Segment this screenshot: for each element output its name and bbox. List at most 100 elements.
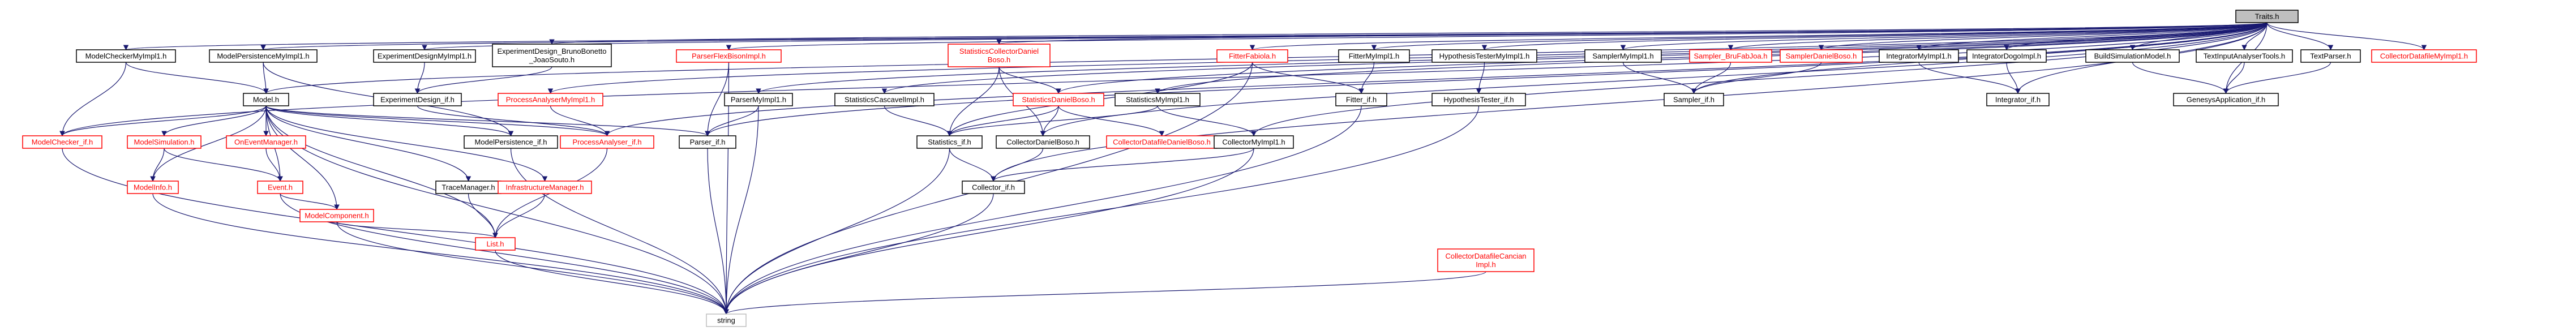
edge-model-to-mchecker_if [59, 105, 267, 136]
edge-model-to-modelinfo [150, 105, 267, 182]
node-box-sampler_if [1664, 93, 1724, 106]
node-label-fitter_impl1: FitterMyImpl1.h [1349, 52, 1400, 61]
node-expdes_bruno[interactable]: ExperimentDesign_BrunoBonetto_JoaoSouto.… [492, 44, 612, 67]
node-box-sampler_daniel [1780, 49, 1863, 63]
node-textparser[interactable]: TextParser.h [2300, 49, 2361, 63]
node-integ_if[interactable]: Integrator_if.h [1986, 93, 2050, 106]
node-genesys_app[interactable]: GenesysApplication_if.h [2173, 93, 2279, 106]
node-label-mchecker_if: ModelChecker_if.h [32, 138, 93, 147]
node-stat_gen[interactable]: StatisticsCascavelImpl.h [834, 93, 935, 106]
node-label-colldata_cancian: CollectorDatafileCancian [1445, 252, 1526, 260]
node-coll_if[interactable]: Collector_if.h [962, 181, 1025, 194]
node-sampler_if[interactable]: Sampler_if.h [1664, 93, 1724, 106]
node-string[interactable]: string [706, 313, 747, 327]
node-box-string [706, 313, 747, 327]
node-label-mpers_impl1: ModelPersistenceMyImpl1.h [217, 52, 309, 61]
edge-stat_impl1-to-coll_impl1 [1157, 105, 1257, 136]
node-label-string: string [717, 316, 735, 325]
edge-mcomp-to-list [336, 221, 498, 238]
node-box-msim [127, 135, 202, 149]
edge-coll_impl1-to-coll_if [991, 148, 1254, 182]
node-list[interactable]: List.h [475, 237, 516, 251]
node-label-msim: ModelSimulation.h [134, 138, 195, 147]
node-stat_if[interactable]: Statistics_if.h [916, 135, 983, 149]
node-label-coll_if: Collector_if.h [972, 183, 1015, 192]
node-model[interactable]: Model.h [243, 93, 289, 106]
node-box-procan_impl1 [498, 93, 603, 106]
node-procan_if[interactable]: ProcessAnalyser_if.h [560, 135, 654, 149]
node-box-fitter_impl1 [1338, 49, 1410, 63]
node-box-integ_impl1 [1879, 49, 1959, 63]
node-tracemgr[interactable]: TraceManager.h [435, 181, 502, 194]
node-label-genesys_app: GenesysApplication_if.h [2187, 96, 2265, 104]
node-label-integ_dogo: IntegratorDogoImpl.h [1972, 52, 2041, 61]
node-box-mcheck_impl1 [76, 49, 176, 63]
node-traits[interactable]: Traits.h [2235, 10, 2299, 23]
node-fitter_impl1[interactable]: FitterMyImpl1.h [1338, 49, 1410, 63]
edge-event-to-mcomp [280, 193, 340, 210]
node-mcomp[interactable]: ModelComponent.h [299, 209, 374, 222]
edge-model-to-mcomp [265, 105, 340, 210]
node-box-parser_if [679, 135, 736, 149]
node-label-textinput: TextInputAnalyserTools.h [2204, 52, 2286, 61]
node-stat_impl1[interactable]: StatisticsMyImpl1.h [1115, 93, 1201, 106]
node-label-fitter_fabiola: FitterFabiola.h [1229, 52, 1276, 61]
edge-traits-to-hyptest_impl1 [1482, 22, 2268, 50]
node-box-textparser [2300, 49, 2361, 63]
node-box-colldata_cancian [1437, 248, 1535, 272]
node-colldata_daniel[interactable]: CollectorDatafileDanielBoso.h [1106, 135, 1218, 149]
node-colldata_impl1[interactable]: CollectorDatafileMyImpl1.h [2371, 49, 2477, 63]
node-integ_impl1[interactable]: IntegratorMyImpl1.h [1879, 49, 1959, 63]
edge-msim-to-modelinfo [150, 148, 165, 182]
node-label-textparser: TextParser.h [2310, 52, 2351, 61]
node-parser_flex[interactable]: ParserFlexBisonImpl.h [676, 49, 782, 63]
node-box-infra [498, 181, 592, 194]
edge-traits-to-coll_if [991, 22, 2268, 182]
node-expdes_if[interactable]: ExperimentDesign_if.h [373, 93, 462, 106]
node-fitter_if[interactable]: Fitter_if.h [1335, 93, 1387, 106]
edge-expdes_bruno-to-expdes_if [414, 66, 552, 94]
node-hyptest_if[interactable]: HypothesisTester_if.h [1431, 93, 1526, 106]
node-label-integ_if: Integrator_if.h [1995, 96, 2041, 104]
node-label-parser_impl1: ParserMyImpl1.h [731, 96, 786, 104]
node-sampler_impl1[interactable]: SamplerMyImpl1.h [1584, 49, 1662, 63]
edge-model-to-tracemgr [265, 105, 472, 182]
node-label-colldata_daniel: CollectorDatafileDanielBoso.h [1113, 138, 1211, 147]
node-mcheck_impl1[interactable]: ModelCheckerMyImpl1.h [76, 49, 176, 63]
node-infra[interactable]: InfrastructureManager.h [498, 181, 592, 194]
edge-stat_daniel-to-colldata_daniel [1058, 105, 1165, 136]
node-label-mpers_if: ModelPersistence_if.h [475, 138, 547, 147]
node-hyptest_impl1[interactable]: HypothesisTesterMyImpl1.h [1431, 49, 1537, 63]
node-sampler_bru[interactable]: Sampler_BruFabJoa.h [1689, 49, 1772, 63]
node-procan_impl1[interactable]: ProcessAnalyserMyImpl1.h [498, 93, 603, 106]
edge-traits-to-parser_flex [726, 22, 2268, 50]
node-parser_if[interactable]: Parser_if.h [679, 135, 736, 149]
node-mchecker_if[interactable]: ModelChecker_if.h [22, 135, 102, 149]
edge-textinput-to-genesys_app [2223, 62, 2245, 94]
node-expdes_impl1[interactable]: ExperimentDesignMyImpl1.h [373, 49, 476, 63]
node-label-model: Model.h [253, 96, 279, 104]
node-buildsim[interactable]: BuildSimulationModel.h [2085, 49, 2180, 63]
node-mpers_if[interactable]: ModelPersistence_if.h [464, 135, 558, 149]
node-coll_impl1[interactable]: CollectorMyImpl1.h [1214, 135, 1294, 149]
node-msim[interactable]: ModelSimulation.h [127, 135, 202, 149]
node-label-expdes_impl1: ExperimentDesignMyImpl1.h [378, 52, 472, 61]
edge-stat_if-to-string [723, 148, 950, 315]
node-stat_daniel[interactable]: StatisticsDanielBoso.h [1013, 93, 1104, 106]
node-parser_impl1[interactable]: ParserMyImpl1.h [724, 93, 793, 106]
edge-coll_impl1-to-string [723, 148, 1254, 315]
node-fitter_fabiola[interactable]: FitterFabiola.h [1216, 49, 1288, 63]
node-oneventmgr[interactable]: OnEventManager.h [226, 135, 306, 149]
node-mpers_impl1[interactable]: ModelPersistenceMyImpl1.h [209, 49, 318, 63]
edge-traits-to-sampler_daniel [1819, 22, 2268, 50]
node-modelinfo[interactable]: ModelInfo.h [127, 181, 179, 194]
node-textinput[interactable]: TextInputAnalyserTools.h [2196, 49, 2293, 63]
node-event[interactable]: Event.h [257, 181, 303, 194]
node-box-genesys_app [2173, 93, 2279, 106]
node-sampler_daniel[interactable]: SamplerDanielBoso.h [1780, 49, 1863, 63]
node-integ_dogo[interactable]: IntegratorDogoImpl.h [1966, 49, 2047, 63]
node-coll_daniel[interactable]: CollectorDanielBoso.h [996, 135, 1090, 149]
node-label-stat_coll_daniel: StatisticsCollectorDaniel [959, 47, 1039, 55]
